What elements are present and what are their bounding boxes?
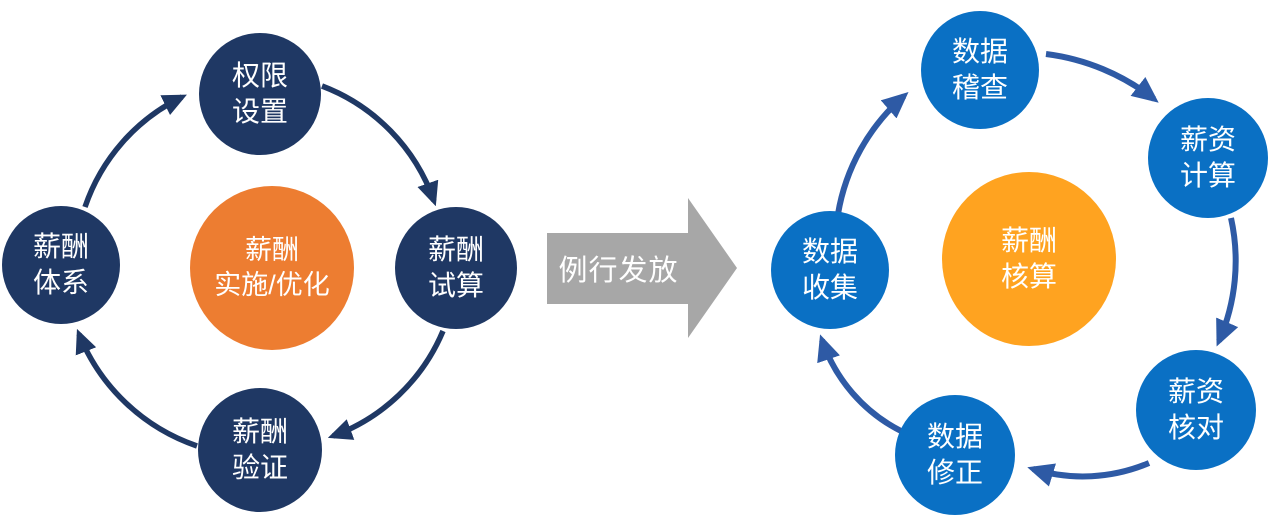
- node-label: 薪资 计算: [1179, 123, 1236, 191]
- left-cycle-node-salary-verify: 薪酬 验证: [198, 388, 322, 512]
- node-label: 薪酬 体系: [32, 230, 89, 298]
- node-label: 薪资 核对: [1167, 375, 1224, 443]
- right-cycle-node-data-correct: 数据 修正: [895, 395, 1015, 515]
- node-label: 数据 修正: [926, 420, 983, 488]
- right-cycle-node-data-collect: 数据 收集: [771, 211, 889, 329]
- left-cycle-node-permission-setup: 权限 设置: [199, 33, 321, 155]
- left-cycle-center-circle: 薪酬 实施/优化: [190, 186, 354, 350]
- node-label: 数据 收集: [801, 235, 858, 303]
- connector-label: 例行发放: [558, 255, 679, 287]
- right-cycle-center-label: 薪酬 核算: [1000, 224, 1057, 292]
- left-cycle-center-label: 薪酬 实施/优化: [214, 234, 330, 300]
- right-cycle-node-data-audit: 数据 稽查: [921, 11, 1039, 129]
- right-cycle-center-circle: 薪酬 核算: [942, 172, 1116, 346]
- node-label: 数据 稽查: [951, 35, 1008, 103]
- right-cycle-node-salary-check: 薪资 核对: [1136, 350, 1256, 470]
- right-cycle-node-salary-calc: 薪资 计算: [1148, 98, 1268, 218]
- right-arrow-collect-to-audit: [835, 92, 909, 215]
- node-label: 权限 设置: [231, 59, 288, 127]
- right-arrow-check-to-correct: [1027, 460, 1151, 487]
- right-arrow-correct-to-collect: [817, 334, 903, 434]
- left-arrow-trial-to-verify: [327, 329, 446, 440]
- left-arrow-permission-to-trial: [321, 83, 439, 207]
- node-label: 薪酬 试算: [427, 233, 484, 301]
- right-arrow-calc-to-check: [1216, 217, 1239, 347]
- right-arrow-audit-to-calc: [1045, 51, 1159, 103]
- left-cycle-node-salary-system: 薪酬 体系: [2, 206, 120, 324]
- routine-payment-arrow: [547, 198, 737, 338]
- left-cycle-node-salary-trial: 薪酬 试算: [395, 207, 517, 329]
- left-arrow-verify-to-system: [75, 328, 198, 449]
- node-label: 薪酬 验证: [231, 415, 288, 483]
- left-arrow-system-to-permission: [82, 94, 187, 208]
